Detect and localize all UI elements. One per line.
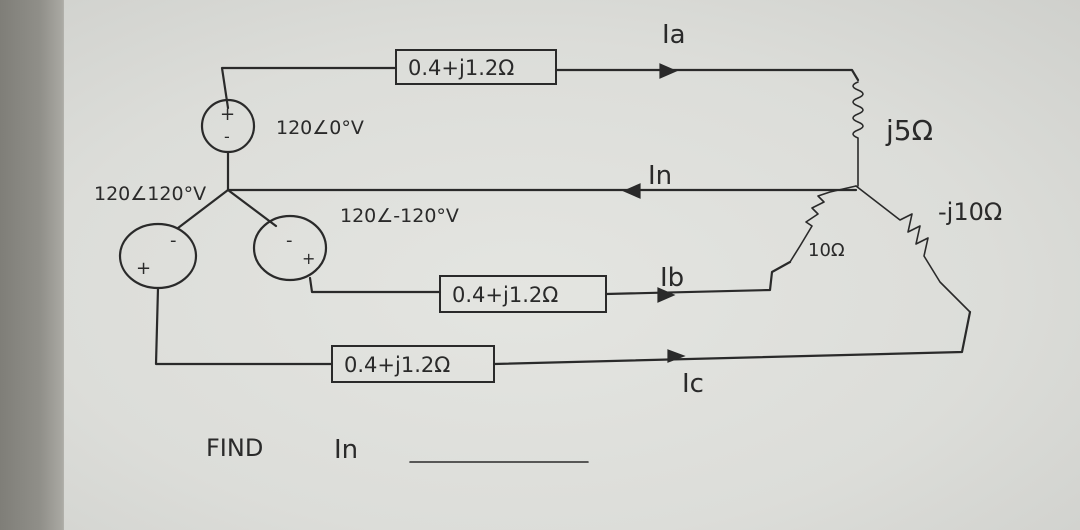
- source-b-value: 120∠-120°V: [340, 205, 459, 227]
- arrow-in: [622, 183, 641, 199]
- current-n-label: In: [648, 161, 672, 191]
- source-a-plus: +: [220, 104, 235, 125]
- impedance-a-label: 0.4+j1.2Ω: [408, 56, 514, 80]
- load-j5-label: j5Ω: [885, 114, 933, 147]
- load-negj10-label: -j10Ω: [938, 198, 1002, 226]
- arrow-ia: [659, 63, 678, 79]
- source-b-minus: -: [286, 230, 293, 251]
- source-c-plus: +: [136, 258, 151, 279]
- wire-neutral-to-b: [226, 188, 278, 228]
- source-a-value: 120∠0°V: [276, 117, 364, 139]
- impedance-b-label: 0.4+j1.2Ω: [452, 283, 558, 307]
- wire-c-source-to-box: [154, 286, 334, 366]
- wire-a-source-to-box: [220, 66, 398, 110]
- wire-a-box-to-load: [554, 68, 860, 82]
- current-a-label: Ia: [662, 20, 686, 50]
- source-c-minus: -: [170, 230, 177, 251]
- paper-sheet: [64, 0, 1080, 530]
- load-j5-coil: [852, 81, 864, 187]
- source-c-value: 120∠120°V: [94, 183, 206, 205]
- source-a-minus: -: [224, 127, 230, 146]
- prompt-find-label: FIND: [206, 434, 263, 462]
- current-b-label: Ib: [660, 263, 684, 293]
- prompt-variable: In: [334, 435, 358, 465]
- wire-c-box-to-load: [492, 310, 972, 366]
- source-c-circle: [118, 222, 198, 290]
- arrow-ic: [667, 349, 686, 363]
- load-negj10-element: [855, 185, 971, 313]
- current-c-label: Ic: [682, 369, 704, 399]
- source-b-plus: +: [302, 249, 315, 268]
- impedance-box-a: [395, 49, 557, 85]
- wire-neutral-to-c: [176, 188, 230, 230]
- load-10-label: 10Ω: [808, 240, 845, 261]
- impedance-c-label: 0.4+j1.2Ω: [344, 353, 450, 377]
- wire-b-source-to-box: [308, 276, 442, 294]
- arrow-ib: [657, 287, 676, 303]
- wire-b-box-to-load: [604, 260, 792, 296]
- load-10-resistor: [789, 185, 857, 263]
- source-b-circle: [252, 214, 328, 282]
